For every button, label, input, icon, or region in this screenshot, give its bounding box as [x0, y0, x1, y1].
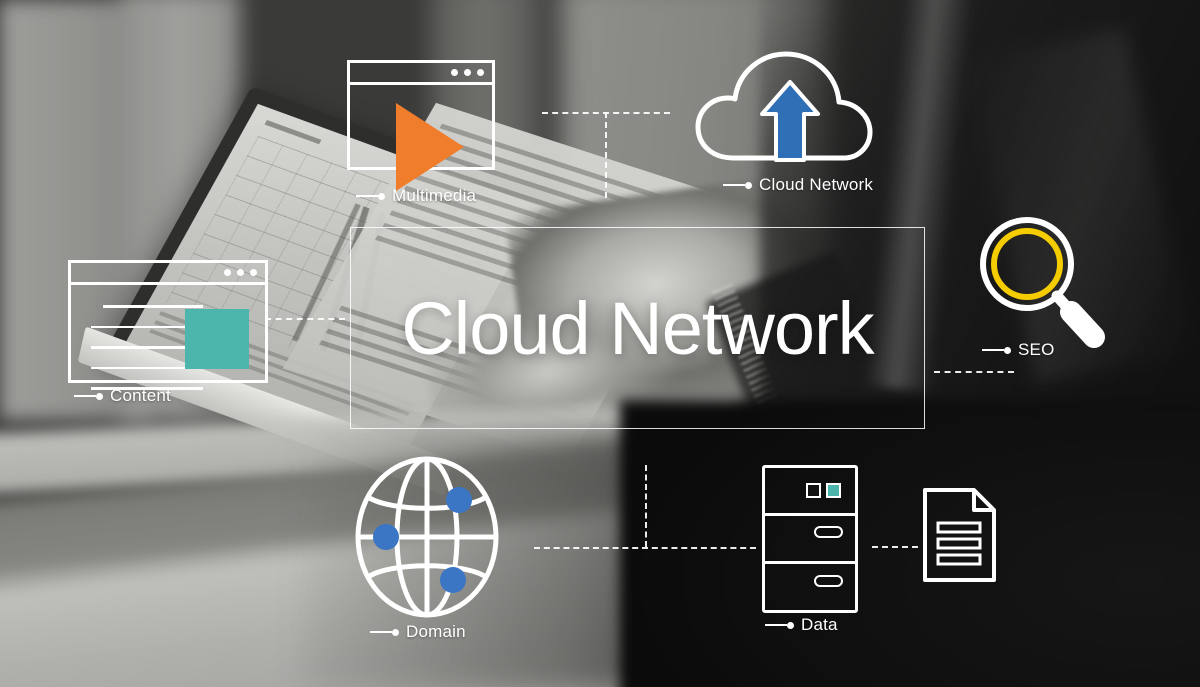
bottom-right-shadow [620, 400, 1200, 687]
multimedia-browser-icon [347, 60, 495, 191]
label-domain: Domain [370, 622, 466, 642]
label-dot [378, 192, 385, 200]
content-browser-icon [68, 260, 268, 390]
server-handle-1 [814, 526, 843, 538]
label-dot [1004, 346, 1011, 354]
label-leader-line [723, 184, 745, 186]
connector-center-down-stem [645, 465, 647, 547]
browser-title-bar [350, 63, 492, 85]
connector-server-to-document [872, 546, 918, 548]
label-seo: SEO [982, 340, 1055, 360]
server-handle-2 [814, 575, 843, 587]
cloud-upload-icon [695, 51, 873, 162]
page-title: Cloud Network [401, 286, 874, 370]
label-data-text: Data [801, 615, 838, 634]
globe-icon [355, 456, 499, 618]
server-led-off [806, 483, 821, 498]
headline-frame [350, 227, 925, 429]
label-leader-line [356, 195, 378, 197]
label-leader-line [74, 395, 96, 397]
label-dot [787, 621, 794, 629]
label-multimedia: Multimedia [356, 186, 476, 206]
connector-domain-to-data [534, 547, 756, 549]
label-content-text: Content [110, 386, 171, 405]
seo-magnifier-icon [975, 212, 1110, 352]
label-leader-line [370, 631, 392, 633]
connector-seo-to-center [934, 371, 1014, 373]
content-image-placeholder [185, 309, 249, 369]
cloud-network-icon [690, 28, 890, 168]
label-cloud-network: Cloud Network [723, 175, 873, 195]
browser-window-dots [451, 69, 484, 76]
server-divider-2 [765, 561, 855, 564]
data-server-icon [762, 465, 858, 613]
connector-content-to-center [265, 318, 345, 320]
label-content: Content [74, 386, 171, 406]
play-icon [396, 103, 464, 191]
document-icon [923, 488, 996, 582]
label-domain-text: Domain [406, 622, 466, 641]
label-seo-text: SEO [1018, 340, 1055, 359]
label-dot [392, 628, 399, 636]
content-text-lines [91, 305, 203, 408]
label-leader-line [982, 349, 1004, 351]
label-data: Data [765, 615, 838, 635]
label-cloud-network-text: Cloud Network [759, 175, 874, 194]
domain-globe-icon [340, 455, 515, 620]
label-multimedia-text: Multimedia [392, 186, 477, 205]
browser-window-dots [224, 269, 257, 276]
magnifier-icon [980, 217, 1105, 348]
server-divider-1 [765, 513, 855, 516]
server-led-on [826, 483, 841, 498]
label-dot [96, 392, 103, 400]
label-leader-line [765, 624, 787, 626]
connector-cloud-down-stem [605, 112, 607, 198]
label-dot [745, 181, 752, 189]
document-file-icon [922, 487, 997, 583]
browser-title-bar [71, 263, 265, 285]
